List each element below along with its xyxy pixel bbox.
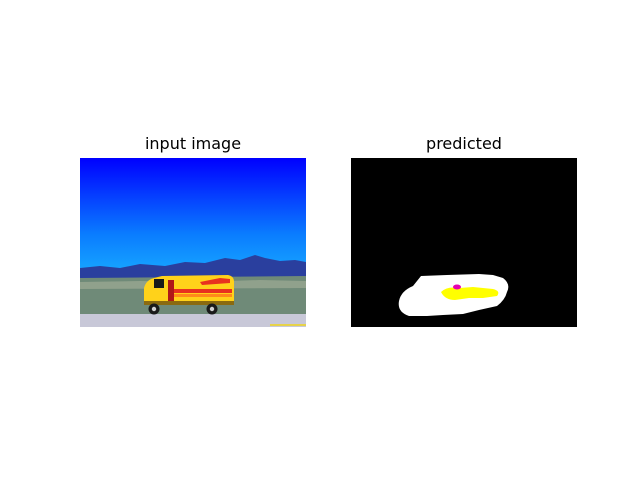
van-windshield — [154, 279, 164, 288]
input-image-title: input image — [144, 134, 242, 153]
van-stripe-orange — [174, 294, 232, 297]
mountains — [80, 255, 306, 282]
road-line — [270, 324, 306, 326]
van-stripe-red — [174, 289, 232, 293]
input-image-panel — [80, 158, 306, 327]
predicted-panel — [351, 158, 577, 327]
van-door — [168, 280, 174, 302]
mask-region-secondary — [441, 287, 499, 300]
predicted-title: predicted — [426, 134, 502, 153]
van-side-flare — [200, 278, 230, 285]
van-rear-hubcap — [209, 306, 215, 312]
road — [80, 314, 306, 327]
mask-region-small — [453, 284, 461, 290]
van-bumper — [144, 301, 234, 305]
predicted-mask — [351, 158, 577, 327]
van-front-hubcap — [151, 306, 157, 312]
input-image — [80, 158, 306, 327]
van — [144, 275, 234, 315]
